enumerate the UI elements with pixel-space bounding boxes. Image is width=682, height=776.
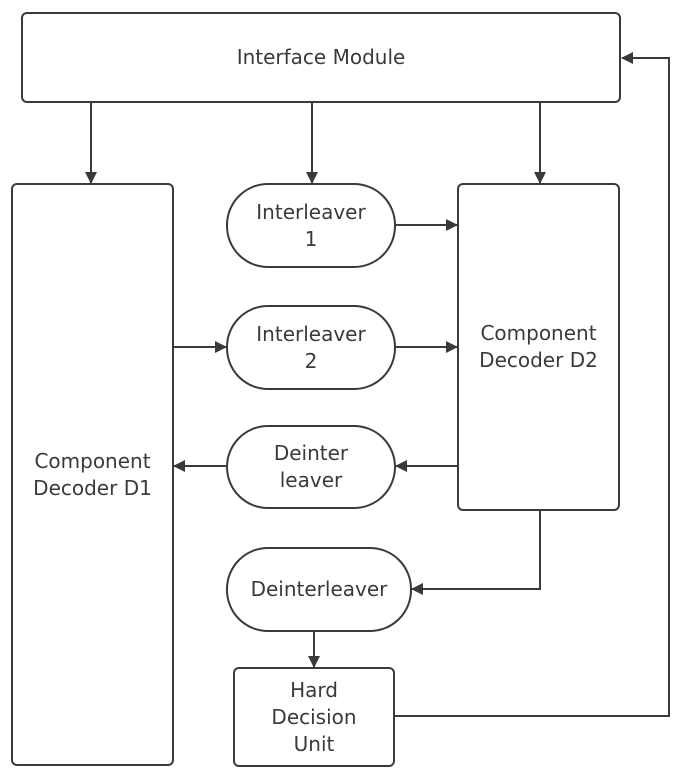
- interface-module-block: Interface Module: [21, 12, 621, 103]
- hard-decision-unit-label: Hard Decision Unit: [271, 677, 357, 756]
- arrow-hard-decision-to-interface: [395, 52, 670, 717]
- interleaver-2-label: Interleaver 2: [256, 321, 366, 373]
- interleaver-1-block: Interleaver 1: [226, 183, 396, 268]
- interface-module-label: Interface Module: [236, 45, 406, 69]
- deinterleaver-block: Deinterleaver: [226, 547, 412, 632]
- deinter-leaver-label: Deinter leaver: [273, 441, 349, 492]
- component-decoder-d2-label: Component Decoder D2: [479, 321, 598, 372]
- interleaver-1-label: Interleaver 1: [256, 199, 366, 251]
- deinter-leaver-block: Deinter leaver: [226, 425, 396, 509]
- deinterleaver-label: Deinterleaver: [250, 577, 388, 601]
- component-decoder-d1-block: Component Decoder D1: [11, 183, 174, 766]
- interleaver-2-block: Interleaver 2: [226, 305, 396, 390]
- hard-decision-unit-block: Hard Decision Unit: [233, 667, 395, 767]
- component-decoder-d2-block: Component Decoder D2: [457, 183, 620, 511]
- arrow-decoder-d2-to-deinterleaver: [411, 510, 541, 595]
- component-decoder-d1-label: Component Decoder D1: [33, 448, 152, 500]
